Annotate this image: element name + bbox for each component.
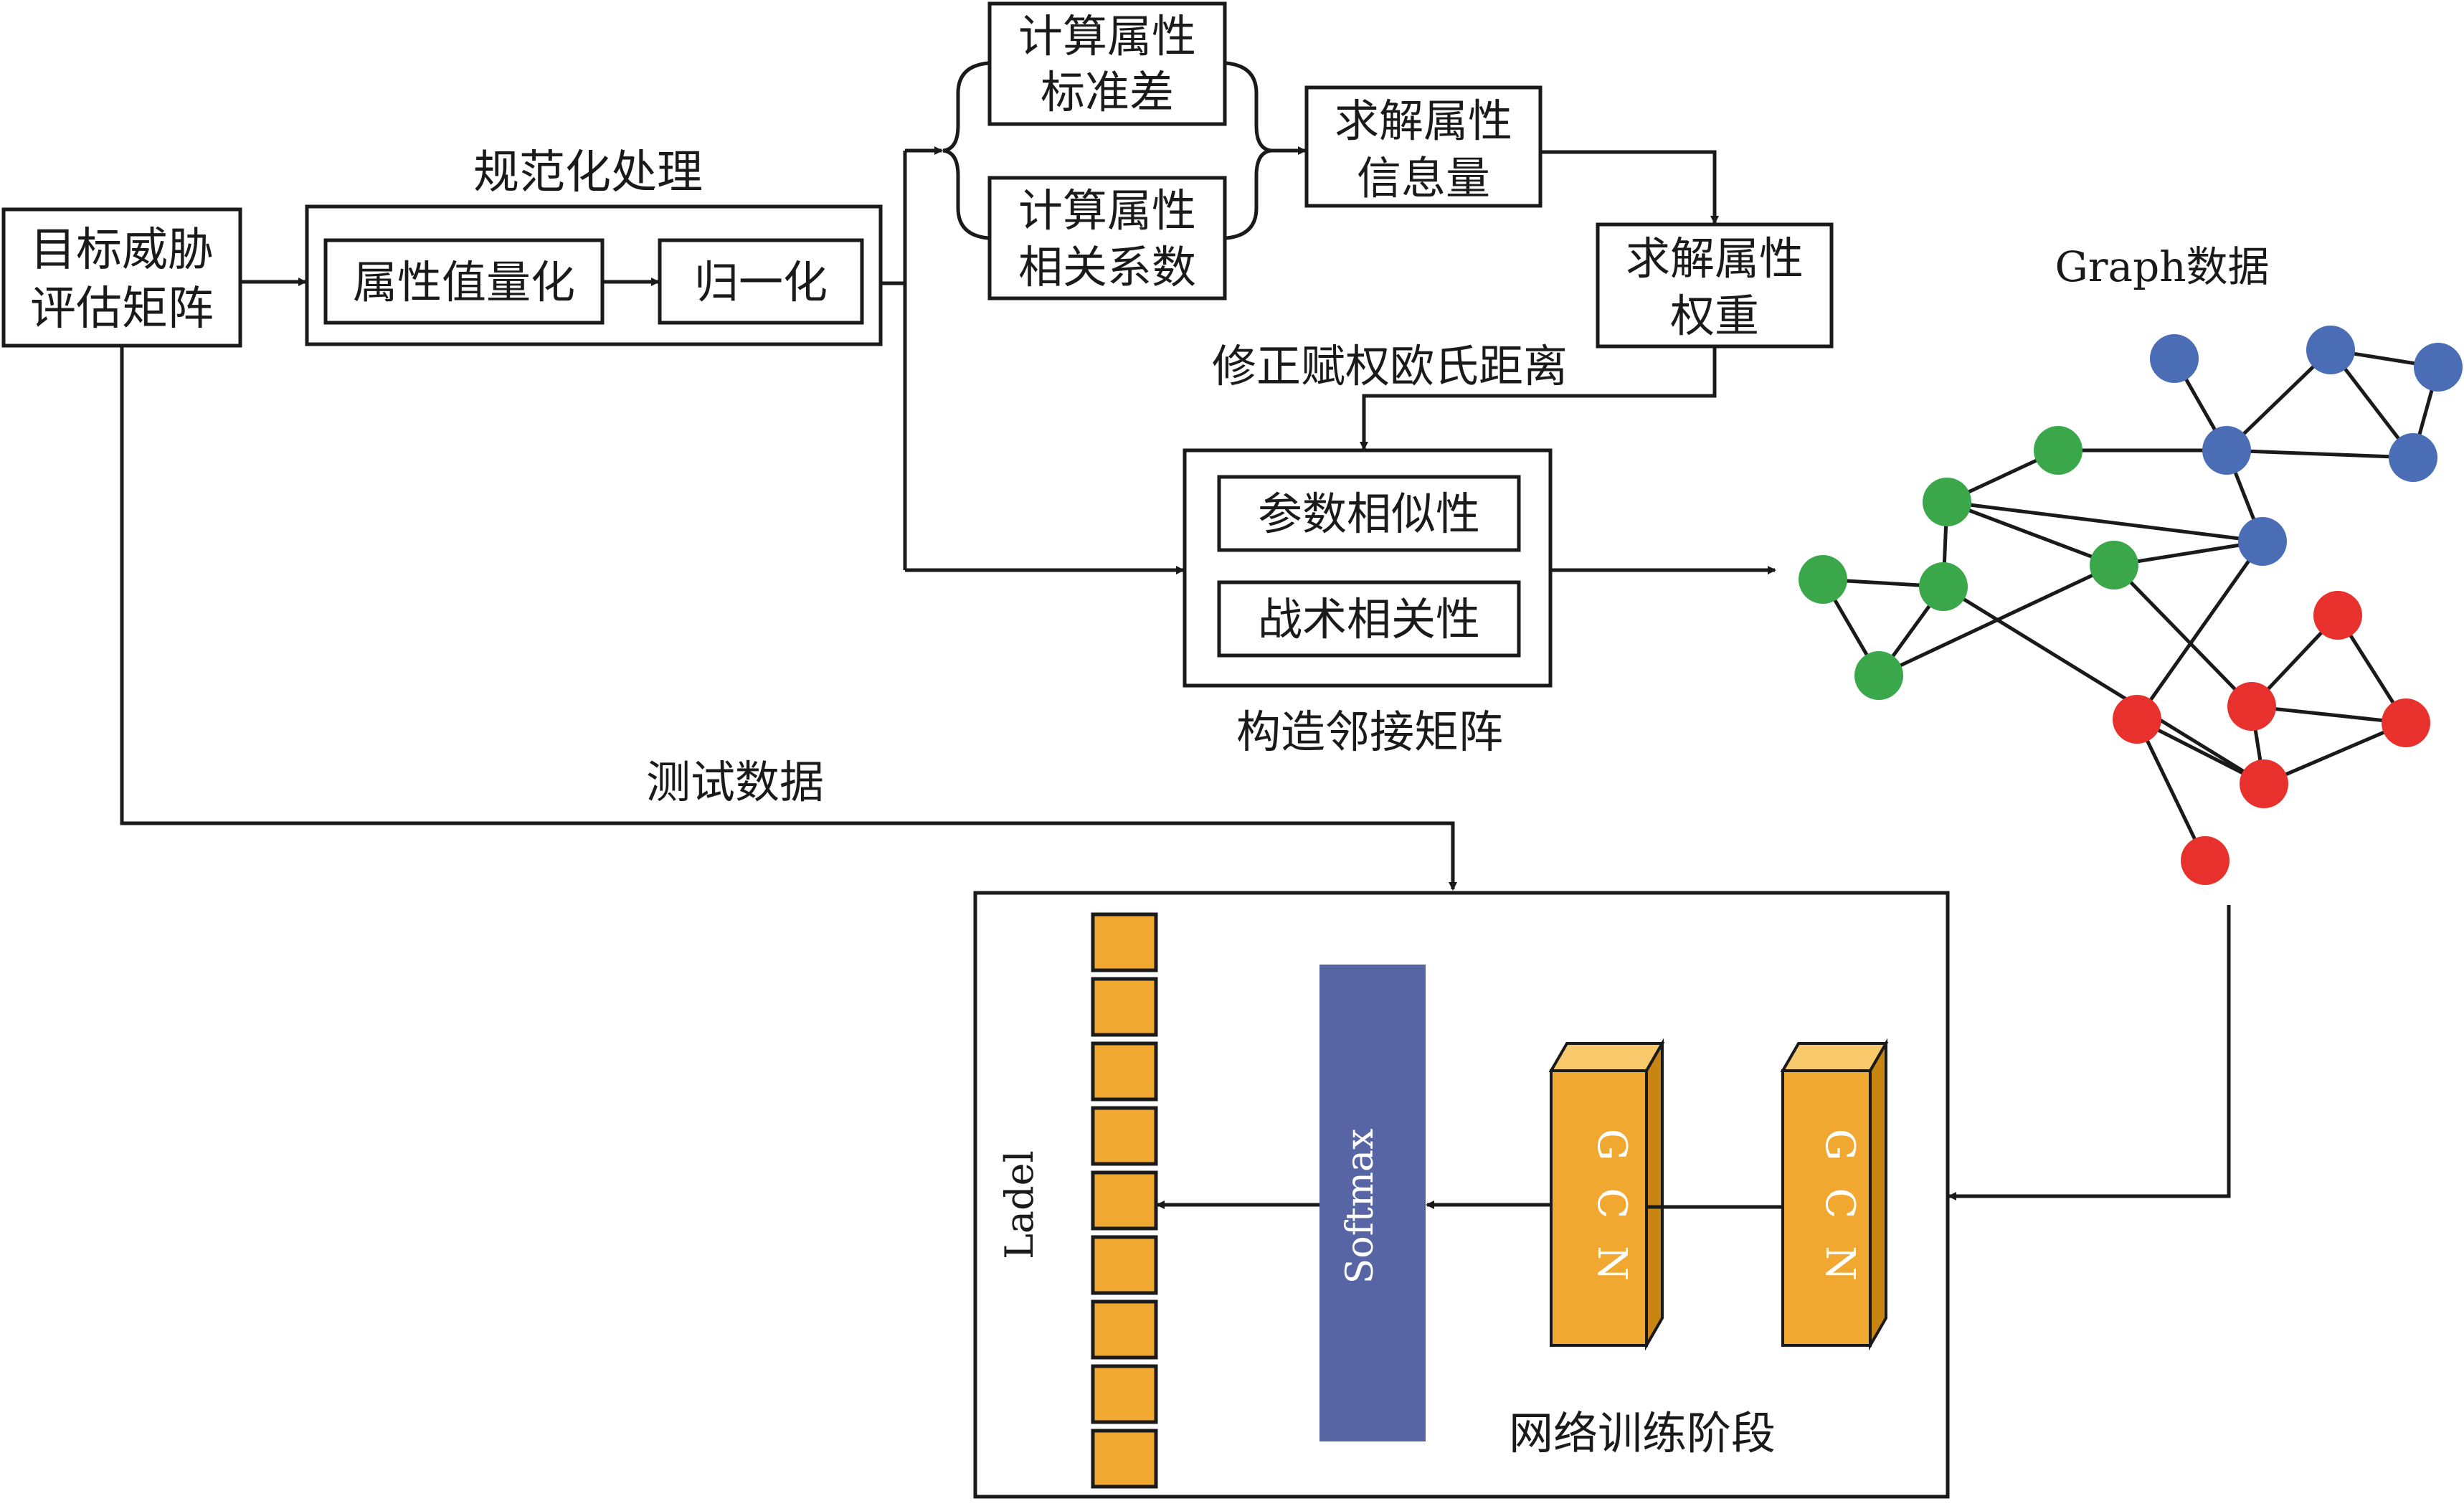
graph-edge [2135, 540, 2265, 721]
label-cell [1091, 1299, 1158, 1360]
adjacency-title: 构造邻接矩阵 [1236, 706, 1503, 758]
label-cell [1091, 1235, 1158, 1295]
tactic-correlation-label: 战术相关性 [1258, 593, 1480, 645]
graph-node-red [2113, 695, 2161, 744]
graph-edge [2113, 539, 2263, 567]
graph-node-blue [2306, 326, 2355, 374]
info-amount-line2: 信息量 [1357, 152, 1490, 204]
arrow-test-data [120, 346, 1457, 891]
graph-edge [2226, 448, 2414, 460]
label-text: Ladel [997, 1150, 1042, 1259]
graph-edge [2263, 721, 2407, 786]
weight-box: 求解属性 权重 [1596, 222, 1834, 349]
normalize-title: 规范化处理 [473, 146, 703, 199]
threat-matrix-line2: 评估矩阵 [30, 283, 214, 336]
std-dev-box: 计算属性 标准差 [987, 1, 1227, 126]
arrow-weight-to-adjacency [1360, 346, 1717, 450]
graph-node-blue [2389, 433, 2437, 482]
label-column [1091, 912, 1158, 1489]
corr-coef-box: 计算属性 相关系数 [987, 176, 1227, 300]
quantize-box: 属性值量化 [323, 238, 605, 325]
arrow-graph-to-network [1948, 905, 2231, 1200]
gcn-label-2: G C N [1816, 1129, 1863, 1288]
left-brace [942, 61, 989, 240]
info-amount-line1: 求解属性 [1335, 95, 1512, 147]
graph-node-red [2227, 682, 2276, 731]
graph-node-green [1854, 651, 1903, 700]
graph-node-blue [2202, 426, 2251, 475]
arrow-info-to-weight [1540, 150, 1719, 224]
tactic-correlation-box: 战术相关性 [1217, 580, 1521, 658]
threat-matrix-line1: 目标威胁 [30, 224, 214, 277]
gcn-block-1: G C N [1548, 1038, 1665, 1351]
param-similarity-label: 参数相似性 [1258, 488, 1480, 540]
modified-distance-label: 修正赋权欧氏距离 [1212, 340, 1568, 392]
gcn-block-2: G C N [1780, 1038, 1889, 1351]
corr-coef-line2: 相关系数 [1018, 241, 1196, 293]
graph-title: Graph数据 [2055, 242, 2269, 291]
gcn-label-1: G C N [1588, 1129, 1635, 1288]
graph-node-green [2090, 541, 2138, 589]
label-cell [1091, 1041, 1158, 1102]
graph-nodes [1799, 326, 2463, 885]
normalize-box: 归一化 [658, 238, 864, 325]
graph-node-red [2181, 836, 2230, 885]
graph-node-green [2034, 426, 2082, 475]
label-cell [1091, 1364, 1158, 1424]
graph-node-blue [2150, 334, 2199, 383]
graph-node-blue [2414, 343, 2463, 392]
param-similarity-box: 参数相似性 [1217, 475, 1521, 552]
label-cell [1091, 1106, 1158, 1166]
graph-node-green [1799, 555, 1847, 604]
std-dev-line2: 标准差 [1041, 66, 1174, 118]
corr-coef-line1: 计算属性 [1018, 184, 1196, 237]
graph-edge [1946, 500, 2263, 544]
training-title: 网络训练阶段 [1509, 1407, 1776, 1459]
graph-node-green [1923, 478, 1971, 526]
info-amount-box: 求解属性 信息量 [1304, 85, 1543, 208]
test-data-label: 测试数据 [646, 756, 824, 808]
normalize-label: 归一化 [694, 256, 828, 308]
softmax-block: Softmax [1319, 965, 1426, 1441]
label-cell [1091, 1170, 1158, 1231]
threat-matrix-box: 目标威胁 评估矩阵 [1, 207, 242, 348]
weight-line1: 求解属性 [1626, 232, 1804, 285]
graph-edge [1946, 500, 2115, 567]
graph-node-green [1919, 562, 1968, 611]
graph-node-red [2240, 759, 2288, 808]
graph-edge [1877, 563, 2115, 678]
graph-edge [2135, 718, 2207, 862]
label-cell [1091, 1429, 1158, 1489]
graph-edge [1942, 584, 2265, 786]
std-dev-line1: 计算属性 [1018, 10, 1196, 62]
graph-node-red [2382, 698, 2430, 747]
right-brace [1226, 61, 1272, 240]
label-cell [1091, 912, 1158, 972]
label-cell [1091, 977, 1158, 1037]
graph-node-red [2313, 591, 2362, 640]
quantize-label: 属性值量化 [353, 256, 575, 308]
softmax-label: Softmax [1339, 1129, 1382, 1284]
graph-node-blue [2238, 517, 2287, 566]
graph-edge [2113, 564, 2253, 708]
weight-line2: 权重 [1670, 290, 1759, 342]
graph-edge [2251, 704, 2407, 725]
